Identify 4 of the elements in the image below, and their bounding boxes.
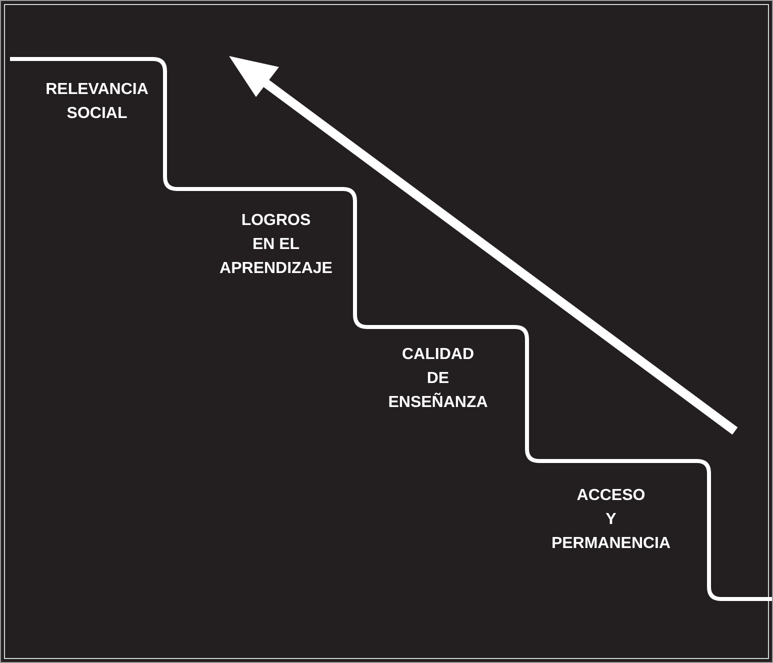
step-label: CALIDAD DE ENSEÑANZA xyxy=(388,345,488,413)
step-label: ACCESO Y PERMANENCIA xyxy=(551,486,671,554)
step-label: LOGROS EN EL APRENDIZAJE xyxy=(220,211,332,279)
step-label: RELEVANCIA SOCIAL xyxy=(46,80,148,124)
